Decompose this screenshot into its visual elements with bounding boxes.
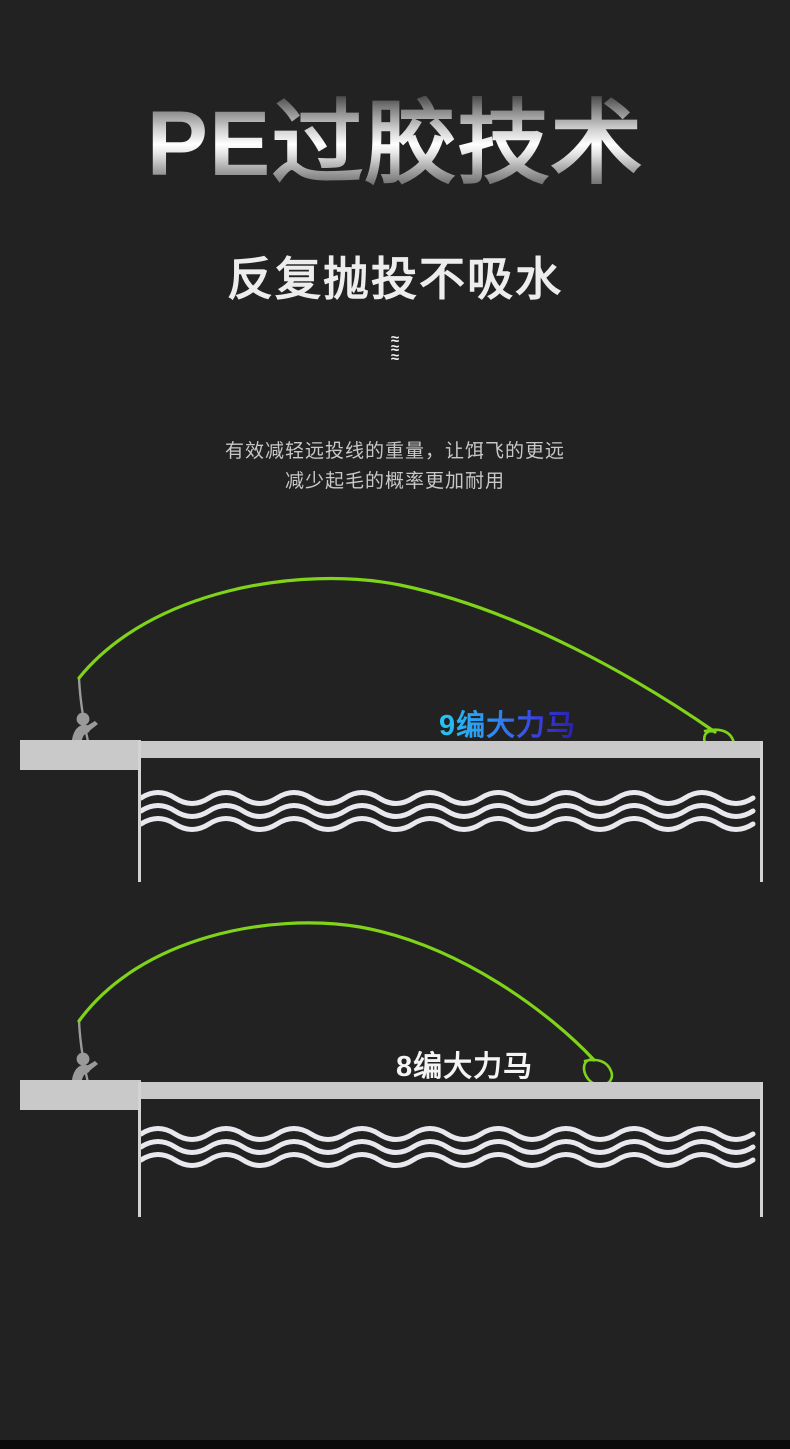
dock-ledge-8 — [20, 1080, 141, 1110]
line-label-9-strand: 9编大力马 — [439, 702, 576, 744]
wave-ornament-mark-1: ≈ — [390, 331, 400, 348]
page-title: PE过胶技术 — [0, 96, 790, 193]
water-waves-9 — [141, 790, 756, 832]
description-text: 有效减轻远投线的重量，让饵飞的更远 减少起毛的概率更加耐用 — [0, 437, 790, 497]
water-tank-8 — [138, 1082, 763, 1217]
description-line-1: 有效减轻远投线的重量，让饵飞的更远 — [224, 441, 565, 462]
footer-strip — [0, 1440, 790, 1449]
line-path-8 — [77, 921, 596, 1062]
tank-rim-8 — [138, 1082, 763, 1099]
line-label-8-strand: 8编大力马 — [396, 1051, 534, 1083]
wave-ornament-mark-3: ≈ — [390, 349, 400, 366]
line-path-9 — [77, 576, 717, 734]
water-waves-8 — [141, 1126, 756, 1168]
wave-ornament: ≈ ≈ ≈ — [0, 331, 790, 366]
wave-ornament-mark-2: ≈ — [390, 340, 400, 357]
cast-diagram-8-strand: 8编大力马 — [0, 905, 790, 1245]
dock-ledge-9 — [20, 740, 141, 770]
water-tank-9 — [138, 741, 763, 882]
cast-diagram-9-strand: 9编大力马 — [0, 560, 790, 900]
page-subtitle: 反复抛投不吸水 — [227, 253, 563, 305]
description-line-2: 减少起毛的概率更加耐用 — [284, 471, 505, 492]
tank-rim-9 — [138, 741, 763, 758]
